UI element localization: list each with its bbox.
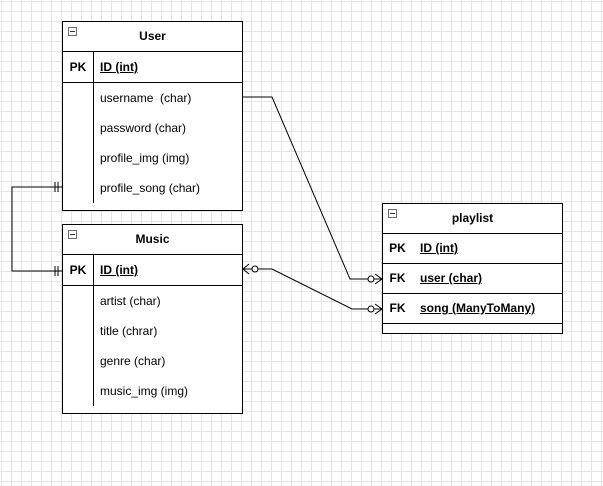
field-row[interactable]: title (chrar) — [63, 316, 242, 346]
field-id: ID (int) — [420, 241, 458, 255]
entity-title: User — [139, 29, 166, 43]
field-username: username (char) — [100, 91, 192, 105]
field-row[interactable]: profile_song (char) — [63, 173, 242, 203]
field-music-img: music_img (img) — [100, 384, 189, 398]
pk-row[interactable]: PK ID (int) — [63, 52, 242, 83]
field-genre: genre (char) — [100, 354, 166, 368]
field-row[interactable]: profile_img (img) — [63, 143, 242, 173]
entity-header: Music — [63, 225, 242, 255]
field-row[interactable]: artist (char) — [63, 286, 242, 316]
pk-row[interactable]: PK ID (int) — [383, 234, 562, 264]
field-id: ID (int) — [100, 263, 138, 277]
key-label: FK — [389, 301, 406, 315]
entity-title: Music — [135, 232, 170, 246]
field-row[interactable]: music_img (img) — [63, 376, 242, 406]
field-password: password (char) — [100, 121, 187, 135]
entity-music[interactable]: Music PK ID (int) artist (char) title (c… — [62, 224, 243, 414]
collapse-icon[interactable] — [68, 27, 77, 36]
entity-header: playlist — [383, 204, 562, 234]
relationship-music-playlist — [242, 263, 383, 315]
field-row[interactable]: password (char) — [63, 113, 242, 143]
field-song: song (ManyToMany) — [420, 301, 536, 315]
field-row[interactable]: username (char) — [63, 83, 242, 113]
pk-row[interactable]: PK ID (int) — [63, 255, 242, 286]
collapse-icon[interactable] — [388, 209, 397, 218]
entity-header: User — [63, 22, 242, 52]
entity-user[interactable]: User PK ID (int) username (char) passwor… — [62, 21, 243, 211]
key-label: PK — [69, 263, 87, 277]
field-id: ID (int) — [100, 60, 138, 74]
key-label: PK — [69, 60, 87, 74]
field-row[interactable]: genre (char) — [63, 346, 242, 376]
field-title: title (chrar) — [100, 324, 158, 338]
field-profile-img: profile_img (img) — [100, 151, 190, 165]
field-artist: artist (char) — [100, 294, 161, 308]
field-profile-song: profile_song (char) — [100, 181, 201, 195]
fk-row[interactable]: FK song (ManyToMany) — [383, 294, 562, 324]
relationship-user-playlist — [243, 96, 383, 285]
key-label: FK — [389, 271, 406, 285]
collapse-icon[interactable] — [68, 230, 77, 239]
entity-title: playlist — [451, 211, 494, 225]
key-label: PK — [389, 241, 406, 255]
fk-row[interactable]: FK user (char) — [383, 264, 562, 294]
field-user: user (char) — [420, 271, 483, 285]
relationship-user-music — [11, 182, 62, 276]
entity-playlist[interactable]: playlist PK ID (int) FK user (char) FK s… — [382, 203, 563, 334]
